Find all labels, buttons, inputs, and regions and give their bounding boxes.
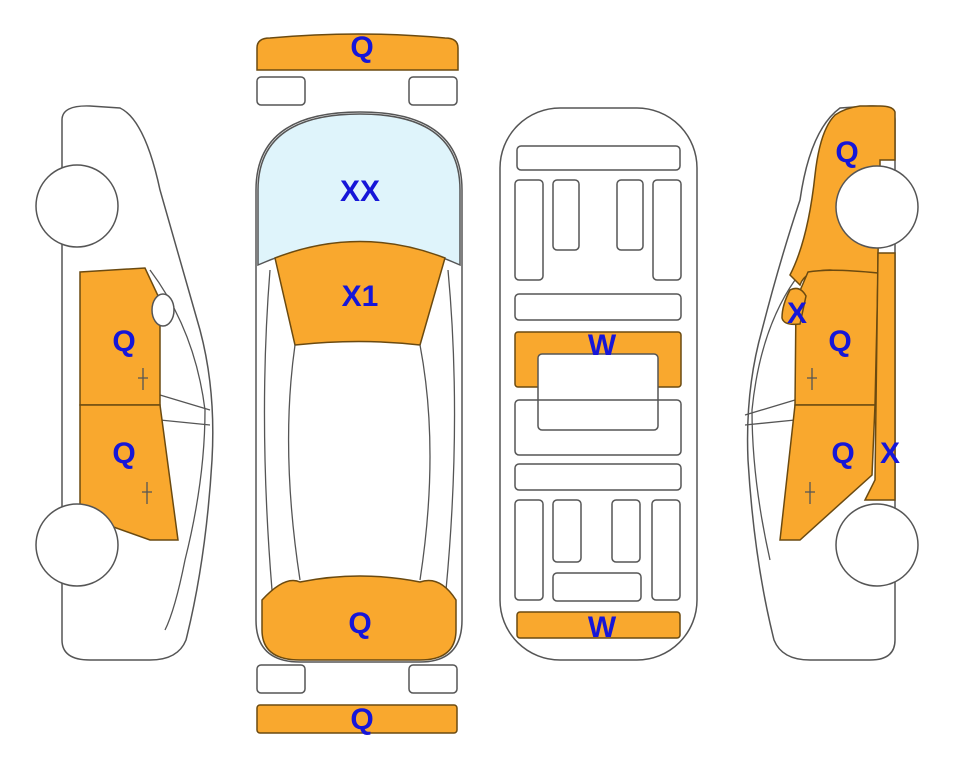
left-door-handles (138, 368, 152, 504)
right-rear-wheel (835, 503, 919, 587)
underside-rear-panel[interactable] (516, 611, 681, 639)
right-front-door-label: Q (828, 325, 851, 358)
left-front-door-label: Q (112, 325, 135, 358)
left-mirror (151, 293, 175, 327)
rear-bumper-label: Q (350, 703, 373, 736)
underside-tank (537, 353, 659, 431)
top-body-lines (263, 269, 456, 591)
right-sill-panel[interactable] (863, 252, 896, 501)
right-front-wheel (835, 165, 919, 249)
underside-part (611, 499, 641, 563)
underside-part (552, 499, 582, 563)
underside-part (651, 499, 681, 601)
right-sill-label: X (880, 437, 900, 470)
right-door-handles (805, 368, 817, 504)
hood-label: X1 (342, 280, 379, 313)
right-rear-door-label: Q (831, 437, 854, 470)
right-mirror-label: X (787, 297, 807, 330)
left-front-door-panel[interactable] (79, 267, 161, 406)
underside-part (616, 179, 644, 251)
underside-rear-label: W (588, 611, 617, 644)
right-window-lines (744, 279, 796, 561)
left-mirror-lines (159, 394, 211, 426)
left-window-line (149, 269, 206, 631)
left-front-wheel (35, 164, 119, 248)
right-side-view: Q X Q Q X (744, 105, 919, 661)
underside-center-label: W (588, 329, 617, 362)
right-mirror-panel[interactable] (781, 287, 807, 326)
left-rear-door-label: Q (112, 437, 135, 470)
rear-bumper-panel[interactable] (256, 704, 458, 734)
underside-part (652, 179, 682, 281)
trunk-label: Q (348, 607, 371, 640)
underside-part (516, 145, 681, 171)
underside-part (514, 293, 682, 321)
right-front-fender-label: Q (835, 136, 858, 169)
underside-view: W W (499, 107, 698, 661)
rear-light-right (408, 664, 458, 694)
right-rear-door-panel[interactable] (779, 404, 876, 541)
left-rear-door-panel[interactable] (79, 404, 179, 541)
top-view: Q XX X1 Q Q (255, 31, 463, 736)
windshield-label: XX (340, 175, 380, 208)
underside-part (552, 572, 642, 602)
underside-part (514, 499, 544, 601)
underside-part (514, 399, 682, 456)
rear-light-left (256, 664, 306, 694)
front-bumper-panel[interactable] (256, 33, 459, 71)
front-bumper-label: Q (350, 31, 373, 64)
underside-part (552, 179, 580, 251)
hood-panel[interactable] (274, 240, 446, 346)
underside-part (514, 463, 682, 491)
trunk-panel[interactable] (261, 575, 457, 661)
underside-part (514, 179, 544, 281)
left-side-view: Q Q (35, 105, 214, 661)
front-light-left (256, 76, 306, 106)
left-rear-wheel (35, 503, 119, 587)
front-light-right (408, 76, 458, 106)
